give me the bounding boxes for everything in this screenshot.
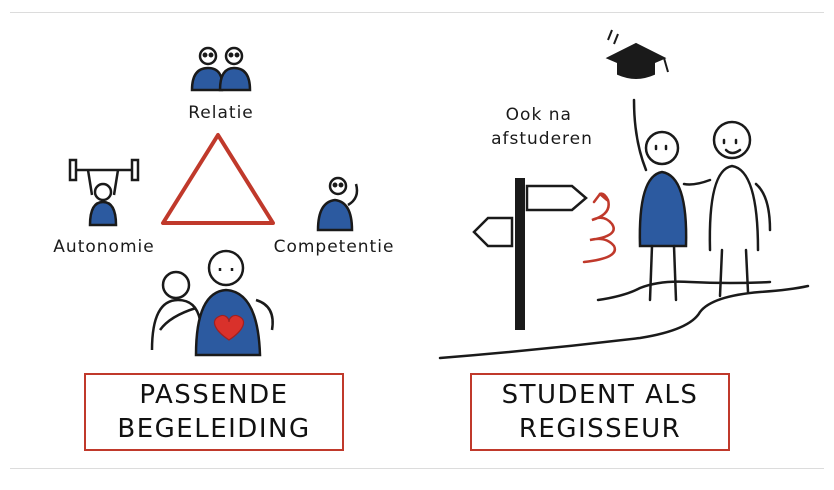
caption-box-right: STUDENT ALS REGISSEUR bbox=[470, 373, 730, 451]
swirl-arrow-icon bbox=[582, 192, 617, 264]
label-relatie: Relatie bbox=[188, 103, 254, 123]
label-competentie: Competentie bbox=[274, 237, 395, 257]
relatie-figures-icon bbox=[190, 46, 252, 92]
caption-student-als-regisseur: STUDENT ALS REGISSEUR bbox=[501, 380, 699, 444]
signpost-icon bbox=[472, 178, 588, 330]
graduation-cap-icon bbox=[605, 29, 669, 79]
bottom-divider bbox=[10, 468, 824, 469]
label-autonomie: Autonomie bbox=[53, 237, 154, 257]
note-ook-na-afstuderen: Ook na afstuderen bbox=[491, 105, 593, 149]
thinking-figure-icon bbox=[316, 176, 359, 232]
road-path bbox=[438, 280, 810, 360]
heart-icon bbox=[213, 314, 245, 341]
hugging-figures-icon bbox=[150, 249, 274, 357]
caption-box-left: PASSENDE BEGELEIDING bbox=[84, 373, 344, 451]
triangle-shape bbox=[161, 133, 275, 225]
caption-passende-begeleiding: PASSENDE BEGELEIDING bbox=[117, 380, 311, 444]
top-divider bbox=[10, 12, 824, 13]
weightlifter-icon bbox=[68, 158, 140, 227]
graduating-figures-icon bbox=[632, 98, 772, 302]
